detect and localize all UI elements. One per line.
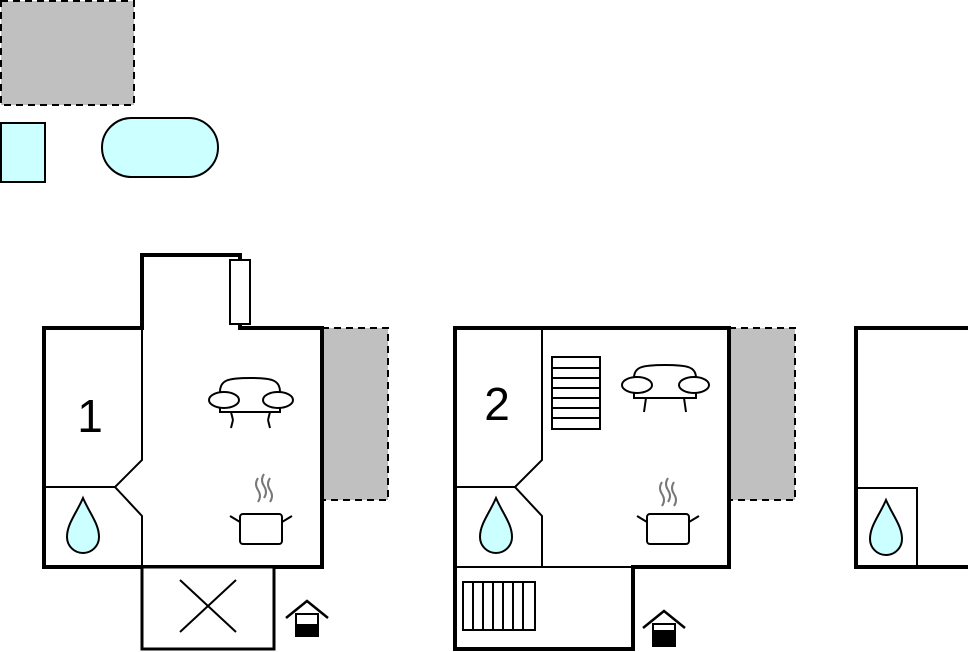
- unit-2-interior-walls: [455, 328, 633, 568]
- unit-1-outline: [42, 253, 324, 569]
- terrace-2: [728, 327, 796, 501]
- unit-1-interior-walls: [44, 328, 143, 567]
- terrace-icon: [0, 0, 135, 106]
- shower-icon: [478, 495, 514, 554]
- sofa-icon: [621, 363, 710, 413]
- hot-tub-icon: [0, 122, 46, 183]
- unit-1: 1: [42, 253, 389, 651]
- terrace-1: [321, 327, 389, 501]
- shower-icon: [65, 495, 101, 554]
- void-icon: [140, 565, 276, 651]
- room-number-2: 2: [484, 378, 510, 430]
- entrance-icon: [285, 599, 329, 637]
- unit-3: [854, 326, 968, 569]
- window-icon: [229, 259, 251, 325]
- unit-2: 2: [453, 326, 796, 651]
- stove-icon: [229, 473, 293, 545]
- entrance-icon: [642, 609, 686, 647]
- sofa-icon: [208, 376, 294, 429]
- pool-icon: [101, 117, 219, 178]
- unit-3-bathroom-wall: [856, 487, 918, 567]
- shower-icon: [868, 497, 904, 556]
- stairs-icon: [462, 581, 536, 631]
- room-number-1: 1: [77, 390, 103, 442]
- stairs-icon: [551, 356, 601, 430]
- stove-icon: [636, 477, 700, 545]
